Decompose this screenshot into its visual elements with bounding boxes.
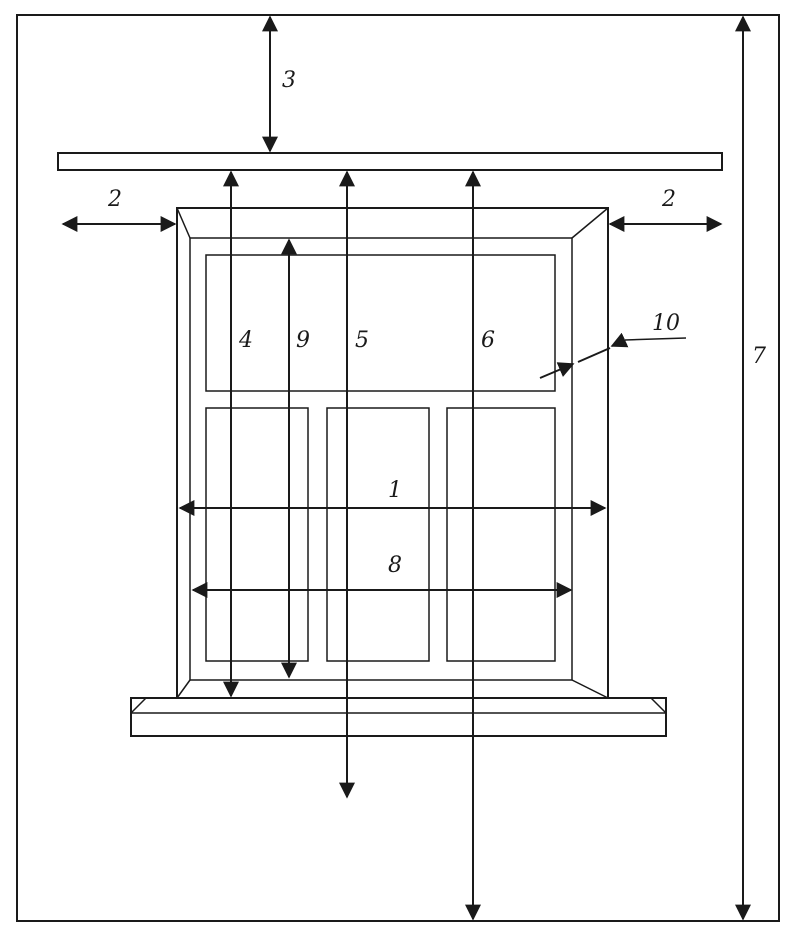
label-1: 1 xyxy=(388,478,402,503)
label-3: 3 xyxy=(282,68,296,93)
window-sill xyxy=(130,697,667,737)
label-4: 4 xyxy=(238,328,253,353)
label-6: 6 xyxy=(481,328,495,353)
transom-pane xyxy=(205,254,556,392)
label-10: 10 xyxy=(652,311,680,336)
label-2-right: 2 xyxy=(661,187,676,212)
lower-pane-middle xyxy=(326,407,430,662)
wall-border xyxy=(16,14,780,922)
lower-pane-right xyxy=(446,407,556,662)
label-8: 8 xyxy=(388,553,402,578)
label-9: 9 xyxy=(296,328,310,353)
label-7: 7 xyxy=(752,344,766,369)
label-2-left: 2 xyxy=(107,187,122,212)
label-5: 5 xyxy=(355,328,369,353)
pointer-10 xyxy=(539,332,687,379)
lintel-board xyxy=(57,152,723,171)
window-frame xyxy=(176,207,609,699)
lower-pane-left xyxy=(205,407,309,662)
